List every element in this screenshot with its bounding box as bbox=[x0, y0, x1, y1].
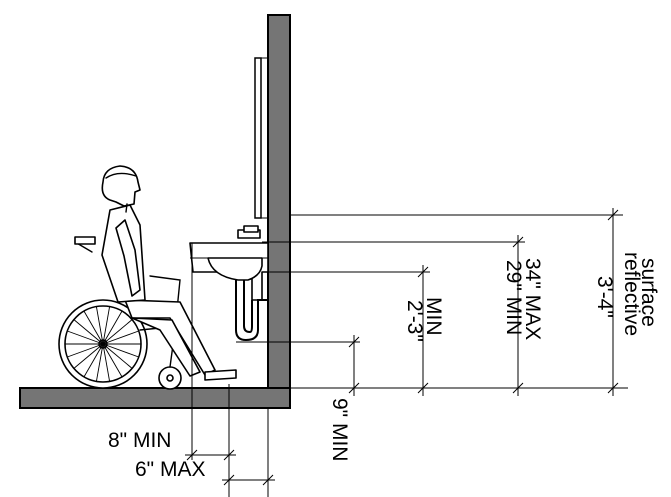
label-reflective: reflective bbox=[620, 252, 643, 336]
label-2-3-min-word: MIN bbox=[422, 297, 445, 336]
horizontal-dimensions bbox=[185, 449, 275, 486]
wheel-spoke bbox=[102, 310, 123, 345]
sink-icon bbox=[189, 225, 269, 342]
label-34-max: 34" MAX bbox=[521, 258, 544, 340]
wheel-spoke bbox=[95, 306, 104, 345]
label-6-max: 6" MAX bbox=[135, 458, 205, 481]
dimension-labels: 8" MIN 6" MAX 9" MIN MIN 2'-3" 34" MAX 2… bbox=[108, 252, 660, 481]
floor-section bbox=[19, 387, 291, 409]
wheel-spoke bbox=[102, 343, 123, 378]
wheel-spoke bbox=[73, 343, 104, 369]
wheel-spoke bbox=[83, 310, 104, 345]
wheel-spoke bbox=[102, 330, 139, 345]
wheel-spoke bbox=[67, 343, 104, 358]
wheel-spoke bbox=[102, 319, 133, 345]
wheel-spoke bbox=[83, 343, 104, 378]
label-29-min: 29" MIN bbox=[502, 260, 525, 335]
wheel-spoke bbox=[67, 330, 104, 345]
wheel-spoke bbox=[102, 343, 139, 358]
label-3-4: 3'-4" bbox=[593, 276, 616, 318]
label-surface: surface bbox=[637, 258, 660, 327]
wheel-spoke bbox=[102, 343, 133, 369]
wheel-spoke bbox=[95, 343, 104, 382]
wheel-spoke bbox=[102, 343, 111, 382]
mirror-icon bbox=[254, 57, 268, 219]
vertical-dimensions bbox=[348, 208, 619, 396]
extension-lines bbox=[191, 214, 623, 497]
wall-section bbox=[267, 14, 291, 409]
wall-floor-section bbox=[19, 14, 628, 409]
label-2-3-value: 2'-3" bbox=[403, 300, 426, 342]
label-8-min: 8" MIN bbox=[108, 429, 171, 452]
wheel-spoke bbox=[102, 306, 111, 345]
wheel-spoke bbox=[73, 319, 104, 345]
wheelchair-user-icon bbox=[58, 165, 237, 390]
label-9-min: 9" MIN bbox=[328, 398, 351, 461]
